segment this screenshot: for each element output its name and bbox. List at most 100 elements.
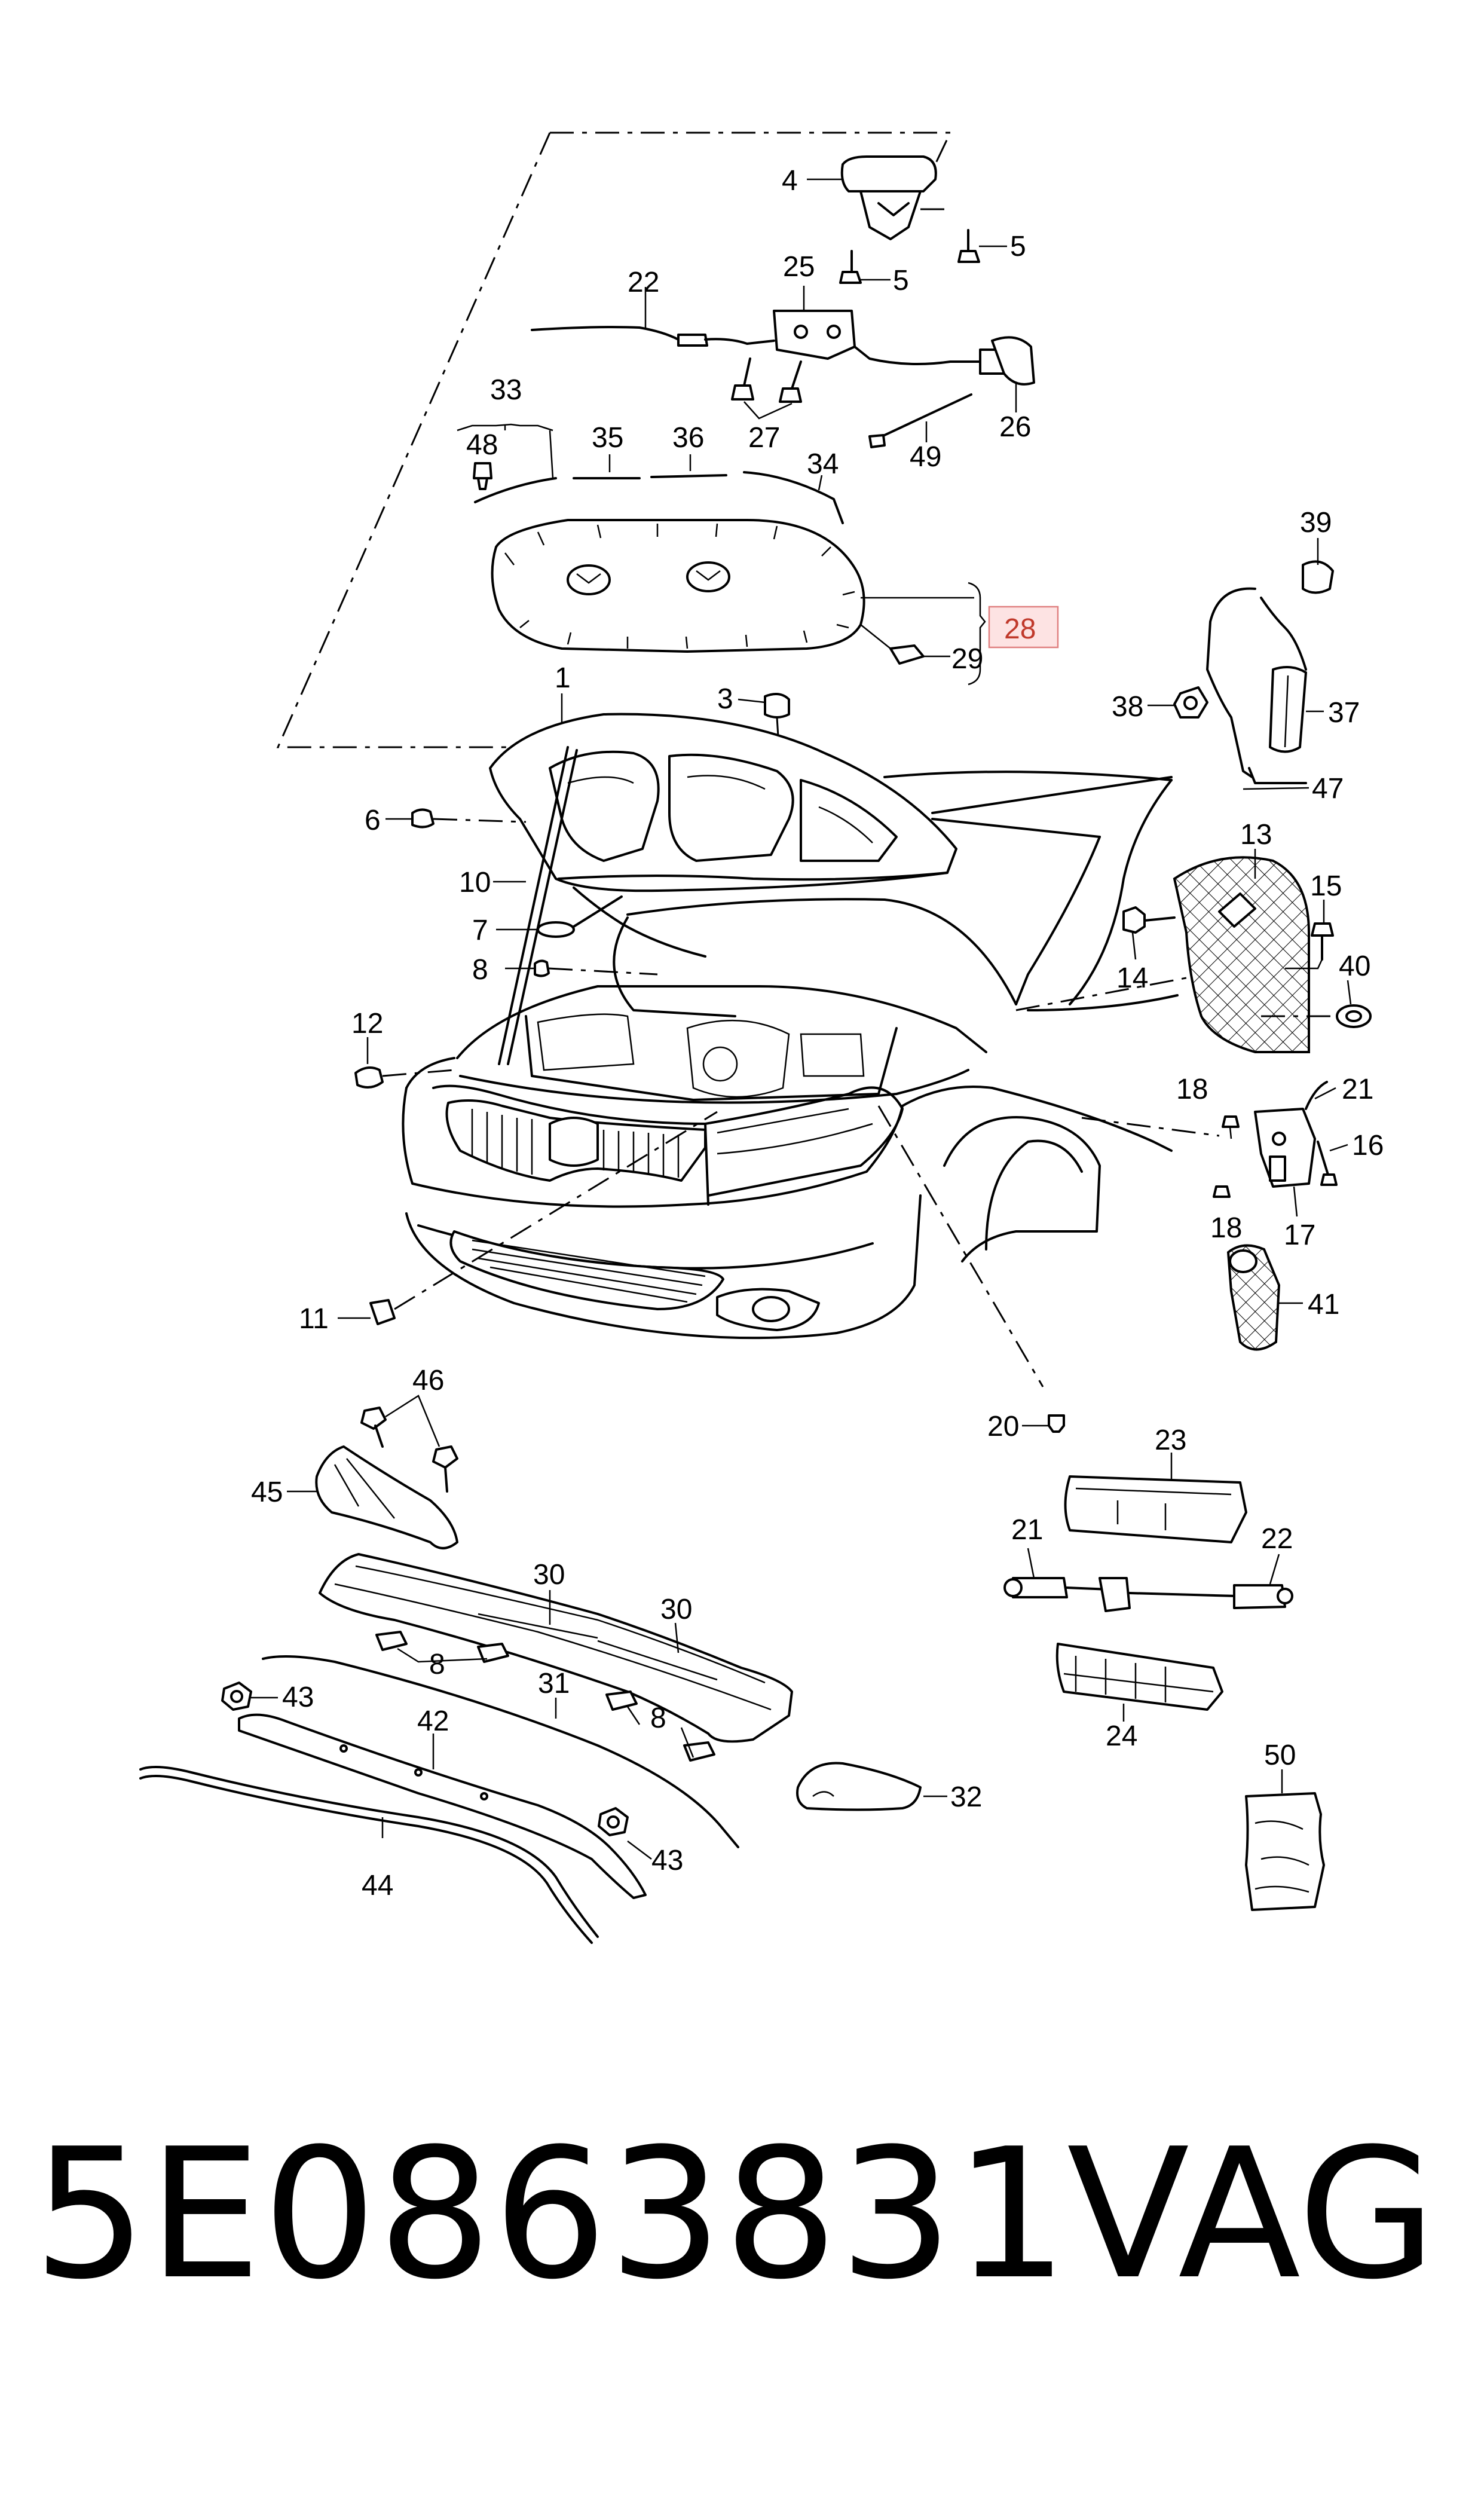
callout-45: 45	[251, 1476, 283, 1508]
bag-50	[1245, 1792, 1325, 1911]
callout-38: 38	[1112, 691, 1143, 723]
callout-21a: 21	[1342, 1074, 1373, 1105]
seal-group	[457, 423, 844, 524]
nut-43a	[221, 1682, 252, 1711]
hood-latch-group	[531, 155, 1035, 448]
callout-16: 16	[1352, 1130, 1384, 1161]
callout-28-highlight	[988, 606, 1059, 649]
nut-43b	[598, 1807, 629, 1836]
handle-23	[1064, 1475, 1247, 1543]
exploded-frame	[276, 132, 952, 748]
washer-hose	[1206, 587, 1256, 778]
clip-11	[369, 1299, 396, 1325]
stop-20	[1048, 1414, 1065, 1433]
callout-10: 10	[459, 867, 491, 898]
screw-46a	[360, 1407, 387, 1430]
callout-17: 17	[1284, 1219, 1315, 1251]
support-rod-49	[874, 393, 972, 441]
callout-14: 14	[1116, 962, 1148, 994]
callout-50: 50	[1264, 1740, 1296, 1771]
callout-5b: 5	[893, 265, 909, 296]
callout-26: 26	[999, 411, 1031, 443]
callout-15: 15	[1310, 870, 1342, 902]
callout-3: 3	[717, 683, 733, 715]
callout-44: 44	[362, 1870, 393, 1901]
washer-hoses	[1148, 538, 1334, 790]
callout-22b: 22	[1261, 1523, 1293, 1555]
bolt-14	[1122, 906, 1146, 934]
callout-28: 28	[1004, 613, 1036, 645]
callout-21b: 21	[1011, 1514, 1043, 1546]
plug-12	[354, 1066, 384, 1089]
release-cable	[531, 326, 680, 341]
callout-42: 42	[417, 1705, 449, 1737]
lower-right-parts	[1003, 1414, 1325, 1911]
cable-end-22	[1233, 1584, 1286, 1609]
callout-24: 24	[1106, 1720, 1137, 1752]
part-number: 5E0863831	[33, 2110, 1070, 2319]
screw-5a	[957, 250, 980, 263]
hood-panel	[489, 713, 957, 892]
callout-30a: 30	[533, 1559, 565, 1591]
seal-34	[743, 471, 844, 524]
callout-36: 36	[672, 422, 704, 454]
connector-39	[1302, 560, 1334, 594]
callout-12: 12	[351, 1008, 383, 1040]
car-front-open-hood	[402, 713, 1372, 1351]
callout-18b: 18	[1210, 1212, 1242, 1244]
callout-18a: 18	[1176, 1074, 1208, 1105]
handle-insert-24	[1055, 1643, 1223, 1711]
cover-32	[796, 1762, 922, 1811]
callout-35: 35	[592, 422, 623, 454]
tube-44	[139, 1766, 599, 1938]
bolt-27b	[779, 387, 802, 403]
bumper-8	[534, 959, 550, 977]
seal-36	[650, 474, 727, 478]
screw-15	[1311, 922, 1334, 937]
callout-31: 31	[538, 1668, 570, 1699]
nut-38	[1173, 686, 1208, 719]
screw-18b	[1213, 1185, 1231, 1198]
callout-27: 27	[748, 422, 780, 454]
callout-11: 11	[299, 1303, 329, 1335]
hood-insulation	[491, 519, 1059, 686]
bumper-3	[764, 693, 790, 719]
callout-49: 49	[910, 441, 941, 473]
callout-34: 34	[807, 448, 839, 480]
nozzle-37	[1269, 666, 1307, 753]
screw-46b	[432, 1445, 458, 1469]
bolt-27a	[731, 384, 754, 401]
wheel-arch-liner	[1173, 856, 1310, 1053]
callout-40: 40	[1339, 950, 1370, 982]
callout-22a: 22	[628, 267, 659, 298]
callout-23: 23	[1155, 1424, 1186, 1456]
callout-13: 13	[1240, 819, 1272, 851]
cover-45	[315, 1445, 458, 1549]
latch-housing	[840, 155, 937, 192]
clip-48	[473, 462, 492, 479]
bolt-16	[1320, 1173, 1338, 1186]
plenum-panel-30	[319, 1553, 793, 1743]
callout-33: 33	[490, 374, 522, 406]
callout-labels: 4 5 5 22 25 26 27 33 48 35 36 34 49 39 2…	[251, 165, 1384, 1901]
callout-32: 32	[950, 1781, 982, 1813]
callout-8c: 8	[650, 1702, 666, 1734]
callout-8b: 8	[429, 1649, 445, 1680]
hood-lock	[773, 310, 856, 360]
cross-rail-42	[238, 1713, 647, 1899]
plenum-parts	[139, 1395, 947, 1944]
callout-30b: 30	[660, 1594, 692, 1625]
callout-29: 29	[951, 643, 983, 675]
callout-48: 48	[466, 429, 498, 461]
grommet-7	[537, 921, 575, 938]
callout-8a: 8	[472, 954, 488, 986]
left-side-clips	[338, 808, 1044, 1387]
insulation-mat	[491, 519, 865, 653]
brand-label: VAG	[1067, 2110, 1437, 2319]
callout-4: 4	[782, 165, 798, 197]
callout-43b: 43	[651, 1845, 683, 1876]
fog-lamp	[716, 1288, 820, 1331]
callout-1: 1	[555, 662, 571, 694]
callout-43a: 43	[282, 1682, 314, 1713]
